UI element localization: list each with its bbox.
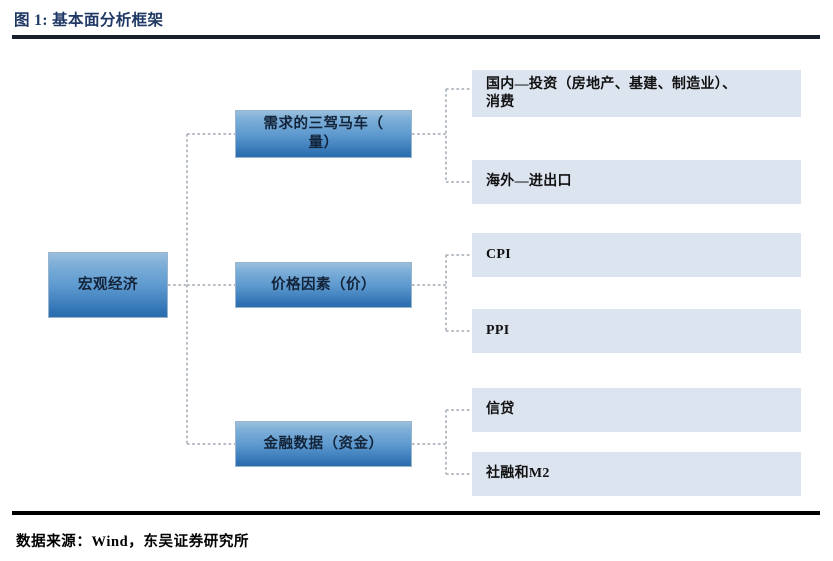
node-macro-economy[interactable]: 宏观经济 (48, 252, 168, 318)
node-agg-finance-m2-label: 社融和M2 (486, 466, 550, 482)
node-credit-label: 信贷 (486, 402, 515, 418)
diagram-canvas: 宏观经济 需求的三驾马车（ 量） 价格因素（价） 金融数据（资金） 国内—投资（… (0, 42, 833, 510)
node-overseas-label: 海外—进出口 (486, 174, 572, 190)
node-ppi-label: PPI (486, 323, 510, 339)
node-demand-label-line1: 需求的三驾马车（ (263, 116, 384, 133)
figure-source: 数据来源：Wind，东吴证券研究所 (16, 534, 250, 550)
node-domestic-label-line2: 消费 (486, 94, 515, 110)
node-domestic-label-line1: 国内—投资（房地产、基建、制造业）、 (486, 76, 737, 92)
connector-lines (168, 88, 472, 475)
node-demand[interactable]: 需求的三驾马车（ 量） (235, 110, 412, 158)
node-demand-label-line2: 量） (308, 135, 339, 151)
node-overseas[interactable]: 海外—进出口 (472, 160, 801, 204)
node-cpi[interactable]: CPI (472, 233, 801, 277)
node-macro-economy-label: 宏观经济 (78, 276, 138, 293)
node-ppi[interactable]: PPI (472, 309, 801, 353)
node-domestic[interactable]: 国内—投资（房地产、基建、制造业）、 消费 (472, 70, 801, 117)
source-divider-rule (12, 511, 820, 515)
node-credit[interactable]: 信贷 (472, 388, 801, 432)
node-finance[interactable]: 金融数据（资金） (235, 421, 412, 467)
title-divider-rule (12, 35, 820, 39)
node-price[interactable]: 价格因素（价） (235, 262, 412, 308)
node-agg-finance-m2[interactable]: 社融和M2 (472, 452, 801, 496)
node-price-label: 价格因素（价） (271, 276, 376, 293)
node-finance-label: 金融数据（资金） (263, 435, 384, 452)
node-cpi-label: CPI (486, 247, 512, 263)
figure-title: 图 1: 基本面分析框架 (14, 12, 164, 29)
